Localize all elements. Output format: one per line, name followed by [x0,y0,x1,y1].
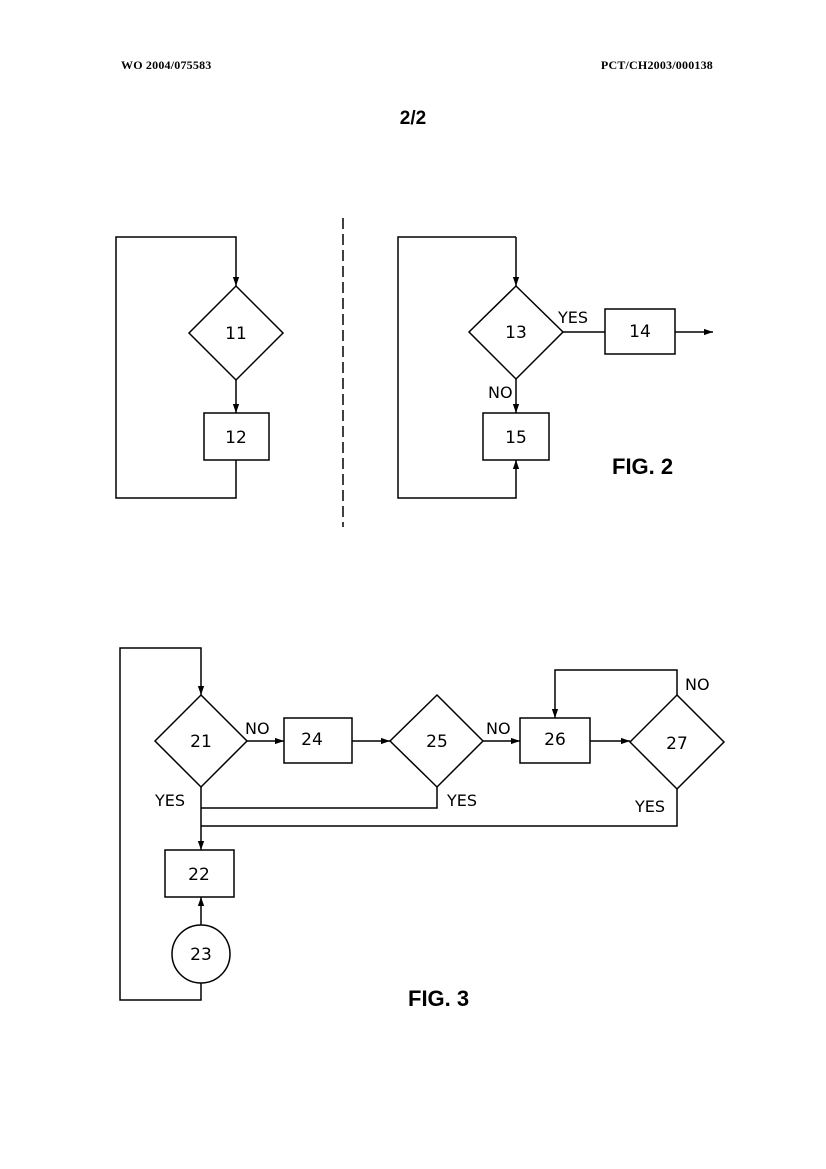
yes-label-21: YES [154,791,185,810]
yes-label-25: YES [446,791,477,810]
yes-label-27: YES [634,797,665,816]
yes-label-13: YES [557,308,588,327]
fig3-flow: 21 NO 24 25 NO 26 27 NO YES YES YES [119,647,726,1001]
no-label-27: NO [685,675,710,694]
no-label-25: NO [486,719,511,738]
yes-line-25-to-22 [201,787,438,809]
application-number: PCT/CH2003/000138 [600,58,713,72]
publication-number: WO 2004/075583 [121,58,212,72]
fig3-caption: FIG. 3 [408,986,469,1011]
decision-11-label: 11 [225,324,247,344]
process-26 [519,717,591,764]
decision-21-label: 21 [190,732,212,752]
process-12-label: 12 [225,428,247,448]
process-22 [164,849,235,898]
fig2-right-loop-line [397,236,520,499]
no-label-21: NO [245,719,270,738]
no-label-13: NO [488,383,513,402]
fig2-right-flow: 13 YES 14 NO 15 [397,236,713,499]
fig2-left-flow: 11 12 [115,236,285,499]
terminal-23 [171,924,231,984]
process-24 [283,717,353,764]
decision-13-label: 13 [505,323,527,343]
fig3-outer-loop-line [119,647,205,1001]
process-12 [203,412,270,461]
fig2-left-loop-line [115,236,240,499]
sheet-number: 2/2 [399,108,427,129]
process-22-label: 22 [188,865,210,885]
fig2-caption: FIG. 2 [612,454,673,479]
decision-27-label: 27 [666,734,688,754]
process-14 [604,308,676,355]
process-15-label: 15 [505,428,527,448]
yes-line-27-to-22 [201,789,678,827]
terminal-23-label: 23 [190,945,212,965]
loop-27-to-26 [551,669,678,718]
process-24-label: 24 [301,730,323,750]
process-26-label: 26 [544,730,566,750]
decision-25-label: 25 [426,732,448,752]
process-14-label: 14 [629,322,651,342]
process-15 [482,412,550,461]
